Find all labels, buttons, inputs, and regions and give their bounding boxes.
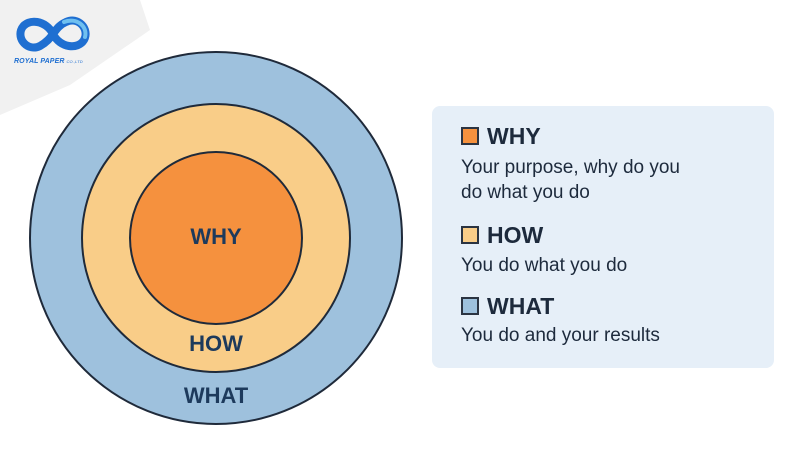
legend-description-what: You do and your results — [461, 325, 660, 346]
circle-label-what: WHAT — [183, 383, 249, 408]
legend-title-what: WHAT — [487, 293, 555, 319]
legend-title-how: HOW — [487, 222, 544, 248]
legend-panel: WHY Your purpose, why do you do what you… — [432, 106, 774, 368]
legend-description-why-line2: do what you do — [461, 182, 590, 203]
legend-swatch-why — [461, 127, 479, 145]
legend-item-what: WHAT — [461, 293, 554, 319]
circle-label-why: WHY — [190, 224, 242, 249]
legend-swatch-what — [461, 297, 479, 315]
circle-label-how: HOW — [189, 331, 243, 356]
legend-item-how: HOW — [461, 222, 543, 248]
infinity-logo-icon — [16, 16, 90, 52]
legend-title-why: WHY — [487, 123, 541, 149]
legend-item-why: WHY — [461, 123, 541, 149]
brand-suffix: CO.,LTD — [66, 59, 83, 64]
legend-description-why-line1: Your purpose, why do you — [461, 157, 681, 178]
circle-why — [129, 151, 303, 325]
legend-swatch-how — [461, 226, 479, 244]
legend-description-how: You do what you do — [461, 255, 628, 276]
